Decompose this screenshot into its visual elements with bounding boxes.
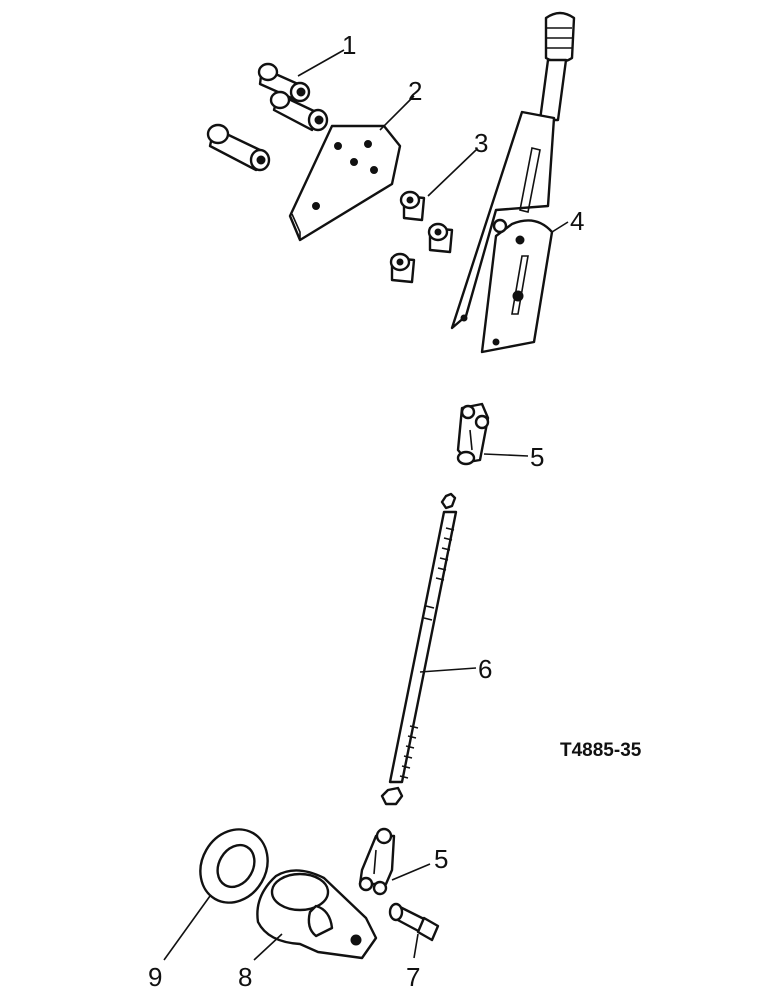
part-7-clevis-pin — [388, 902, 440, 942]
part-1-bushings — [206, 62, 329, 172]
callout-6: 6 — [478, 654, 492, 684]
part-5-clevis-lower — [358, 827, 396, 896]
callouts: 1 2 3 4 5 6 5 7 8 9 — [148, 30, 584, 992]
lever-shaft — [538, 58, 568, 122]
bushing-tube — [206, 123, 271, 172]
bushing-tube — [269, 90, 329, 132]
part-5-clevis-upper — [456, 402, 490, 466]
part-8-lever-hub — [256, 869, 378, 960]
part-2-mounting-plate — [288, 124, 402, 242]
part-4-control-lever — [450, 11, 576, 354]
part-3-spacers — [389, 190, 454, 284]
leader-lines — [163, 49, 569, 961]
rod-nut-top — [440, 492, 457, 510]
bushing-tube — [257, 62, 311, 103]
callout-9: 9 — [148, 962, 162, 992]
spacer — [389, 252, 416, 284]
callout-5-lower: 5 — [434, 844, 448, 874]
callout-4: 4 — [570, 206, 584, 236]
callout-8: 8 — [238, 962, 252, 992]
callout-5-upper: 5 — [530, 442, 544, 472]
figure-id: T4885-35 — [560, 740, 642, 761]
callout-7: 7 — [406, 962, 420, 992]
part-9-washer — [199, 828, 269, 904]
spacer — [427, 222, 454, 254]
callout-2: 2 — [408, 76, 422, 106]
spacer — [399, 190, 426, 222]
part-6-threaded-rod — [380, 492, 458, 806]
callout-3: 3 — [474, 128, 488, 158]
rod-nut-bottom — [380, 786, 404, 806]
callout-1: 1 — [342, 30, 356, 60]
